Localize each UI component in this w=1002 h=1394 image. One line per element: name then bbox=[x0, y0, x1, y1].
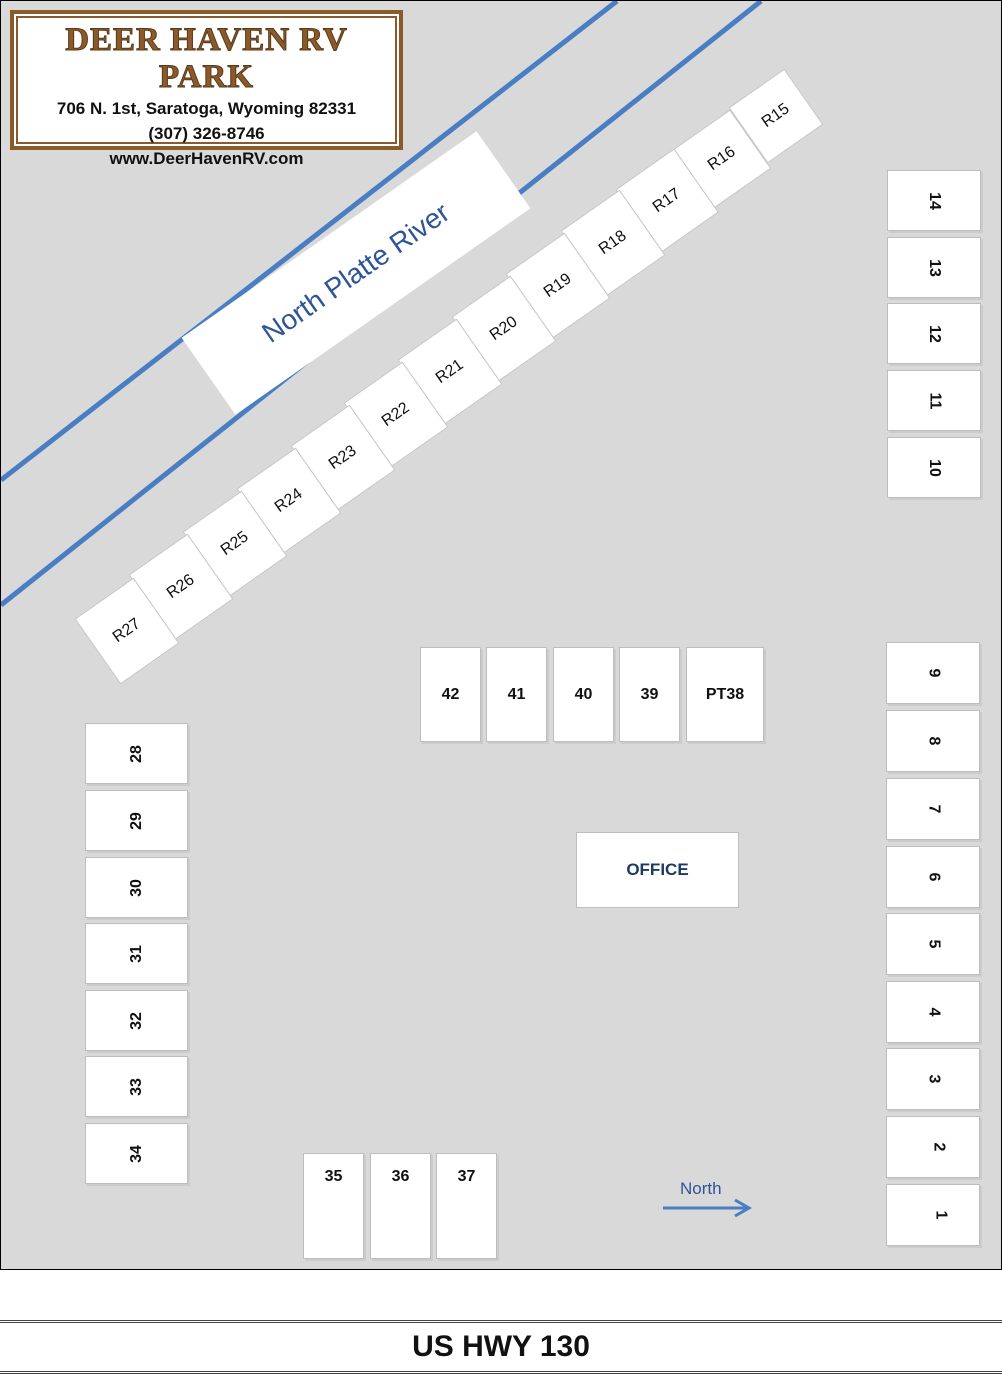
park-sign: DEER HAVEN RV PARK 706 N. 1st, Saratoga,… bbox=[10, 10, 403, 168]
site-35[interactable]: 35 bbox=[303, 1153, 364, 1259]
site-41[interactable]: 41 bbox=[486, 647, 547, 742]
site-32[interactable]: 32 bbox=[85, 990, 188, 1051]
park-map: North Platte River DEER HAVEN RV PARK 70… bbox=[0, 0, 1002, 1270]
site-36[interactable]: 36 bbox=[370, 1153, 431, 1259]
site-8[interactable]: 8 bbox=[886, 710, 980, 772]
site-1[interactable]: 1 bbox=[886, 1184, 980, 1246]
park-website: www.DeerHavenRV.com bbox=[109, 149, 304, 168]
park-address: 706 N. 1st, Saratoga, Wyoming 82331 bbox=[56, 99, 357, 118]
site-33[interactable]: 33 bbox=[85, 1056, 188, 1117]
site-3[interactable]: 3 bbox=[886, 1048, 980, 1110]
site-39[interactable]: 39 bbox=[619, 647, 680, 742]
compass-label: North bbox=[680, 1179, 722, 1198]
site-37[interactable]: 37 bbox=[436, 1153, 497, 1259]
site-9[interactable]: 9 bbox=[886, 642, 980, 704]
river-bank-north bbox=[1, 1, 619, 482]
site-14[interactable]: 14 bbox=[887, 170, 981, 231]
office-building[interactable]: OFFICE bbox=[576, 832, 739, 908]
site-12[interactable]: 12 bbox=[887, 303, 981, 364]
site-7[interactable]: 7 bbox=[886, 778, 980, 840]
site-40[interactable]: 40 bbox=[553, 647, 614, 742]
site-PT38[interactable]: PT38 bbox=[686, 647, 764, 742]
site-42[interactable]: 42 bbox=[420, 647, 481, 742]
highway-label: US HWY 130 bbox=[412, 1330, 590, 1363]
north-arrow-icon bbox=[663, 1198, 753, 1218]
site-4[interactable]: 4 bbox=[886, 981, 980, 1043]
site-28[interactable]: 28 bbox=[85, 723, 188, 784]
park-name: DEER HAVEN RV PARK bbox=[65, 22, 348, 96]
site-5[interactable]: 5 bbox=[886, 913, 980, 975]
site-29[interactable]: 29 bbox=[85, 790, 188, 851]
park-phone: (307) 326-8746 bbox=[148, 124, 265, 143]
highway-label-bar: US HWY 130 bbox=[0, 1320, 1002, 1374]
site-31[interactable]: 31 bbox=[85, 923, 188, 984]
site-2[interactable]: 2 bbox=[886, 1116, 980, 1178]
site-13[interactable]: 13 bbox=[887, 237, 981, 298]
site-10[interactable]: 10 bbox=[887, 437, 981, 498]
site-34[interactable]: 34 bbox=[85, 1123, 188, 1184]
site-30[interactable]: 30 bbox=[85, 857, 188, 918]
site-6[interactable]: 6 bbox=[886, 846, 980, 908]
office-label: OFFICE bbox=[626, 860, 689, 879]
site-11[interactable]: 11 bbox=[887, 370, 981, 431]
